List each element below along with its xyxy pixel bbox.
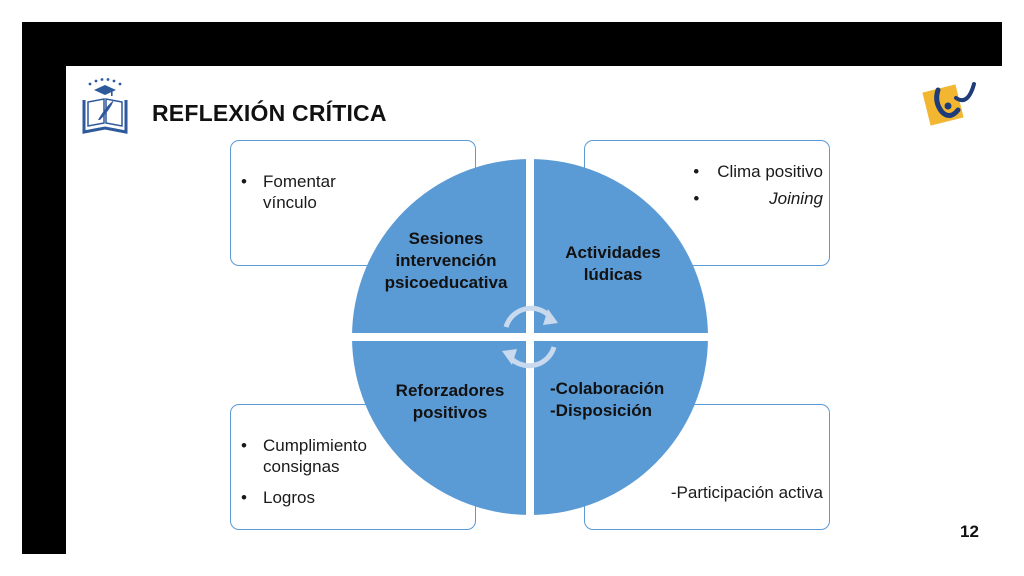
list-item: Clima positivo [693,161,823,182]
cycle-circle [352,159,708,515]
quadrant-bottom-right [534,341,708,515]
quadrant-line: -Disposición [550,401,653,420]
quadrant-bottom-left [352,341,526,515]
list-item: Fomentar vínculo [241,171,373,213]
slide: REFLEXIÓN CRÍTICA Fomentar vínculo Clima… [66,66,1002,554]
quadrant-label-bottom-left: Reforzadores positivos [395,381,505,422]
slide-title: REFLEXIÓN CRÍTICA [152,100,387,126]
slide-frame: REFLEXIÓN CRÍTICA Fomentar vínculo Clima… [22,22,1002,554]
quadrant-line: -Colaboración [550,379,665,398]
quadrant-label-top-left: Sesiones intervención psicoeducativa [384,229,508,292]
institution-logo-icon [922,82,976,126]
quadrant-label-bottom-right: -Colaboración -Disposición [550,378,686,422]
page-number: 12 [960,522,979,541]
list-item: Logros [241,487,393,508]
list-item: Joining [693,188,823,209]
list-item: Cumplimiento consignas [241,435,393,477]
university-crest-icon [82,78,128,134]
quadrant-label-top-right: Actividades lúdicas [565,243,661,284]
box-text: -Participación activa [670,483,823,502]
